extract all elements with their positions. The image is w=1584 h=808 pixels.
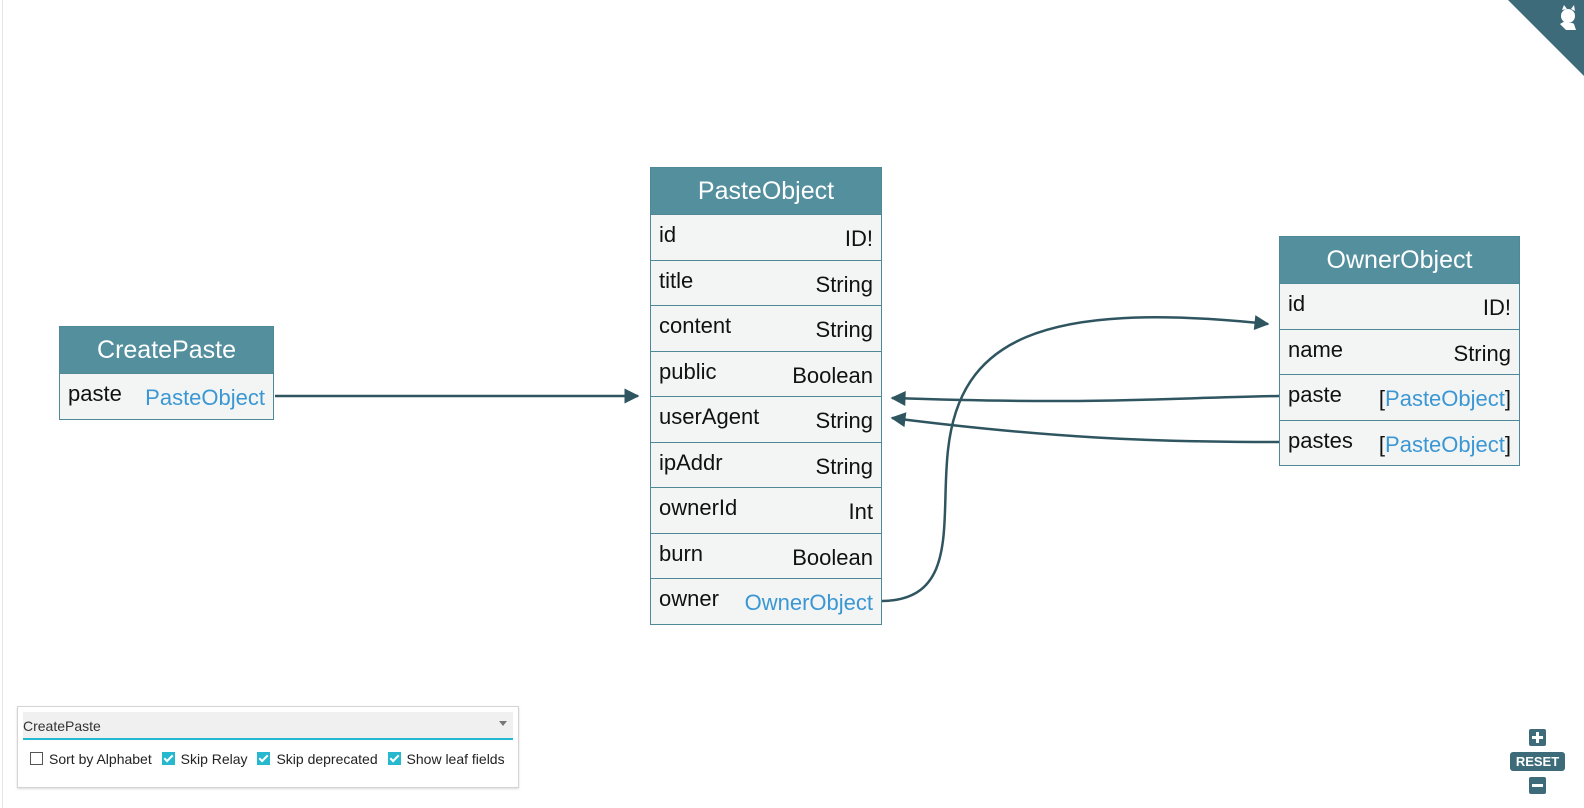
field-name: paste bbox=[1288, 382, 1342, 407]
field-name: burn bbox=[659, 540, 704, 566]
field-name: public bbox=[659, 358, 717, 384]
field-row-content[interactable]: content String bbox=[651, 305, 881, 351]
option-skip-relay[interactable]: Skip Relay bbox=[161, 751, 248, 767]
root-type-select-value: CreatePaste bbox=[23, 718, 101, 734]
checkbox-show-leaf-fields[interactable] bbox=[387, 752, 401, 765]
field-type: Boolean bbox=[792, 544, 873, 570]
field-row-public[interactable]: public Boolean bbox=[651, 350, 881, 397]
field-name: id bbox=[659, 222, 677, 247]
field-type: String bbox=[815, 408, 873, 433]
node-ownerobject[interactable]: OwnerObject id ID! name String paste [Pa… bbox=[1279, 236, 1520, 466]
option-label: Skip Relay bbox=[180, 751, 248, 767]
edge-ownerobject-paste-to-pasteobject bbox=[890, 390, 1280, 406]
checkbox-sort-by-alphabet[interactable] bbox=[30, 752, 43, 765]
field-row-burn[interactable]: burn Boolean bbox=[651, 532, 881, 579]
field-name: owner bbox=[659, 586, 719, 611]
field-type-wrapper: [PasteObject] bbox=[1379, 432, 1511, 458]
field-type: String bbox=[815, 317, 873, 342]
option-label: Skip deprecated bbox=[276, 751, 378, 767]
node-title[interactable]: CreatePaste bbox=[60, 327, 273, 373]
root-type-select[interactable]: CreatePaste bbox=[23, 712, 513, 740]
node-title[interactable]: PasteObject bbox=[651, 168, 881, 214]
field-type: Boolean bbox=[792, 362, 873, 388]
option-show-leaf-fields[interactable]: Show leaf fields bbox=[387, 751, 505, 767]
list-close-bracket: ] bbox=[1504, 386, 1511, 411]
settings-panel: CreatePaste Sort by Alphabet Skip Relay … bbox=[17, 706, 519, 788]
field-name: userAgent bbox=[659, 404, 760, 429]
field-type-link[interactable]: OwnerObject bbox=[744, 590, 873, 615]
field-row-paste[interactable]: paste PasteObject bbox=[60, 373, 273, 419]
field-row-name[interactable]: name String bbox=[1280, 328, 1519, 375]
node-title[interactable]: OwnerObject bbox=[1280, 237, 1519, 283]
field-row-paste[interactable]: paste [PasteObject] bbox=[1280, 374, 1519, 420]
field-name: ownerId bbox=[659, 495, 738, 520]
zoom-out-button[interactable] bbox=[1529, 777, 1546, 794]
field-name: paste bbox=[68, 381, 122, 406]
node-createpaste[interactable]: CreatePaste paste PasteObject bbox=[59, 326, 274, 420]
field-name: name bbox=[1288, 336, 1344, 362]
edge-ownerobject-pastes-to-pasteobject bbox=[890, 412, 1280, 444]
field-row-useragent[interactable]: userAgent String bbox=[651, 396, 881, 442]
field-type: ID! bbox=[844, 226, 873, 251]
field-type-link[interactable]: PasteObject bbox=[1385, 431, 1505, 457]
field-row-ownerid[interactable]: ownerId Int bbox=[651, 487, 881, 533]
option-skip-deprecated[interactable]: Skip deprecated bbox=[257, 751, 378, 767]
checkbox-skip-deprecated[interactable] bbox=[257, 752, 271, 765]
node-pasteobject[interactable]: PasteObject id ID! title String content … bbox=[650, 167, 882, 625]
field-name: pastes bbox=[1288, 427, 1353, 453]
list-open-bracket: [ bbox=[1378, 431, 1386, 457]
field-row-title[interactable]: title String bbox=[651, 259, 881, 306]
edge-pasteobject-owner-to-ownerobject bbox=[881, 315, 1270, 603]
field-type: String bbox=[1453, 340, 1511, 366]
zoom-in-button[interactable] bbox=[1529, 729, 1546, 746]
field-type: String bbox=[815, 271, 873, 297]
github-octocat-icon[interactable] bbox=[1508, 0, 1584, 76]
list-close-bracket: ] bbox=[1504, 431, 1511, 457]
field-row-ipaddr[interactable]: ipAddr String bbox=[651, 441, 881, 488]
chevron-down-icon bbox=[499, 721, 507, 726]
option-sort-by-alphabet[interactable]: Sort by Alphabet bbox=[30, 751, 152, 767]
option-label: Sort by Alphabet bbox=[49, 751, 152, 767]
field-type-wrapper: [PasteObject] bbox=[1379, 386, 1511, 412]
field-type: String bbox=[815, 453, 873, 479]
left-divider bbox=[2, 0, 3, 808]
field-type-link[interactable]: PasteObject bbox=[145, 385, 265, 410]
field-row-id[interactable]: id ID! bbox=[1280, 283, 1519, 329]
field-name: title bbox=[659, 267, 694, 293]
field-row-owner[interactable]: owner OwnerObject bbox=[651, 578, 881, 624]
field-type-link[interactable]: PasteObject bbox=[1385, 386, 1505, 411]
option-label: Show leaf fields bbox=[406, 751, 505, 767]
field-name: ipAddr bbox=[659, 449, 723, 475]
list-open-bracket: [ bbox=[1378, 386, 1386, 411]
field-row-pastes[interactable]: pastes [PasteObject] bbox=[1280, 419, 1519, 466]
field-name: id bbox=[1288, 291, 1306, 316]
field-name: content bbox=[659, 313, 732, 338]
reset-zoom-button[interactable]: RESET bbox=[1510, 752, 1565, 771]
field-type: ID! bbox=[1482, 295, 1511, 320]
field-row-id[interactable]: id ID! bbox=[651, 214, 881, 260]
field-type: Int bbox=[848, 499, 873, 524]
options-row: Sort by Alphabet Skip Relay Skip depreca… bbox=[30, 751, 511, 767]
checkbox-skip-relay[interactable] bbox=[161, 752, 175, 765]
